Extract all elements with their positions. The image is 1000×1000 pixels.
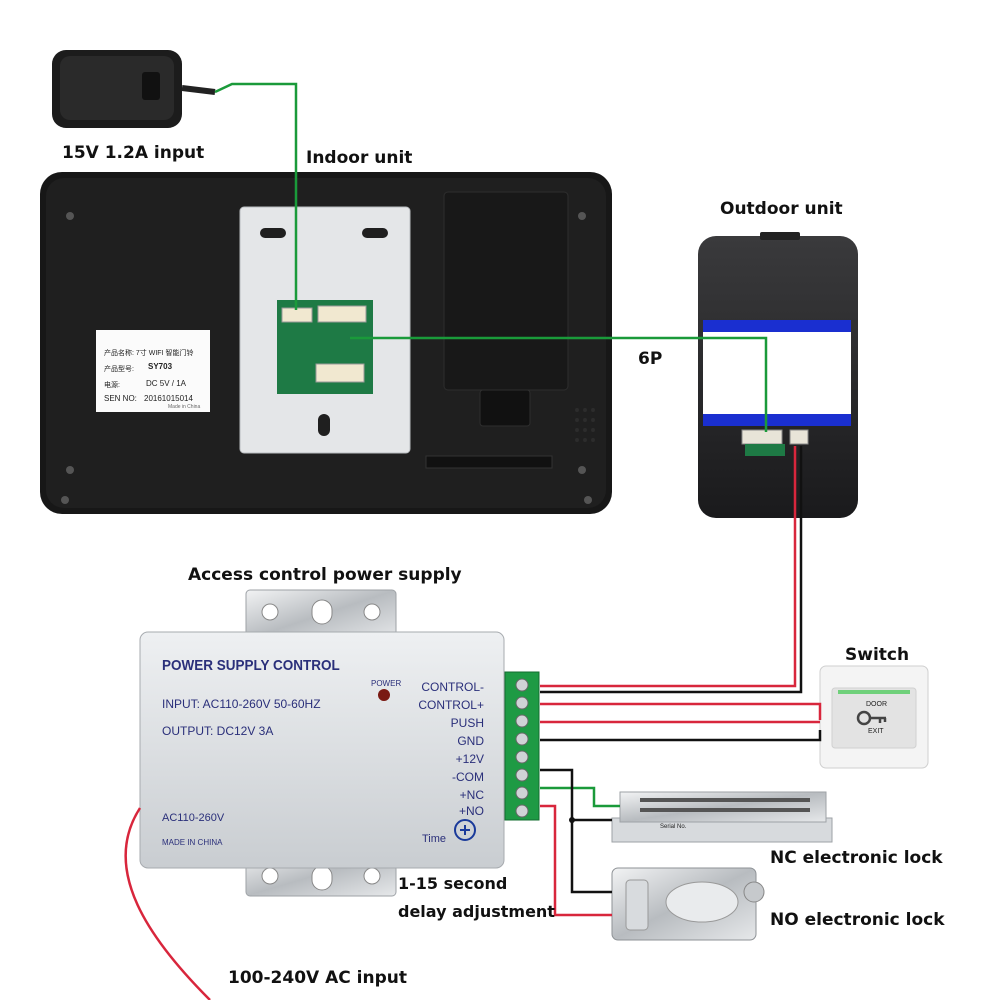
indoor-unit <box>40 172 612 514</box>
red-wires <box>124 446 822 1000</box>
ac-input-label: 100-240V AC input <box>228 968 407 988</box>
switch-label: Switch <box>845 645 910 665</box>
access-control-psu <box>139 589 540 897</box>
terminal-no: +NO <box>458 804 484 818</box>
terminal-push: PUSH <box>450 716 484 730</box>
terminal-control-minus: CONTROL- <box>421 680 484 694</box>
terminal-12v: +12V <box>455 752 484 766</box>
indoor-unit-label: Indoor unit <box>306 148 413 168</box>
sticker-model: SY703 <box>148 362 173 371</box>
sticker-made: Made in China <box>168 404 201 410</box>
sticker-name: 产品名称: 7寸 WIFI 智能门铃 <box>104 350 194 357</box>
psu-ac-label: AC110-260V <box>162 812 225 824</box>
psu-time-label: Time <box>422 833 447 845</box>
psu-input: INPUT: AC110-260V 50-60HZ <box>162 697 321 711</box>
sticker-model-label: 产品型号: <box>104 366 134 373</box>
cable-6p-label: 6P <box>638 349 663 369</box>
adapter-input-label: 15V 1.2A input <box>62 143 205 163</box>
black-wires <box>540 446 822 894</box>
no-rim-lock <box>611 867 765 941</box>
no-lock-label: NO electronic lock <box>770 910 945 930</box>
nc-lock-serial: Serial No. <box>660 824 687 830</box>
nc-magnetic-lock <box>611 791 833 843</box>
terminal-gnd: GND <box>457 734 484 748</box>
nc-lock-label: NC electronic lock <box>770 848 943 868</box>
outdoor-unit <box>698 232 858 518</box>
terminal-com: -COM <box>452 770 484 784</box>
sticker-power-label: 电源: <box>104 382 120 389</box>
terminal-nc: +NC <box>459 788 484 802</box>
sticker-power: DC 5V / 1A <box>146 379 187 388</box>
delay-label-line1: 1-15 second <box>398 874 508 893</box>
exit-switch <box>819 665 929 769</box>
exit-button-exit-text: EXIT <box>868 728 884 735</box>
psu-output: OUTPUT: DC12V 3A <box>162 724 274 738</box>
access-power-label: Access control power supply <box>188 565 462 585</box>
psu-title: POWER SUPPLY CONTROL <box>162 657 340 674</box>
outdoor-unit-label: Outdoor unit <box>720 199 843 219</box>
power-adapter <box>52 50 216 128</box>
psu-made: MADE IN CHINA <box>162 838 223 847</box>
exit-button-door-text: DOOR <box>866 701 887 708</box>
sticker-sen-label: SEN NO: <box>104 394 137 403</box>
psu-power-led-label: POWER <box>371 679 402 688</box>
sticker-sen: 20161015014 <box>144 394 193 403</box>
delay-label-line2: delay adjustment <box>398 902 555 921</box>
green-wires <box>214 82 768 808</box>
terminal-control-plus: CONTROL+ <box>418 698 484 712</box>
